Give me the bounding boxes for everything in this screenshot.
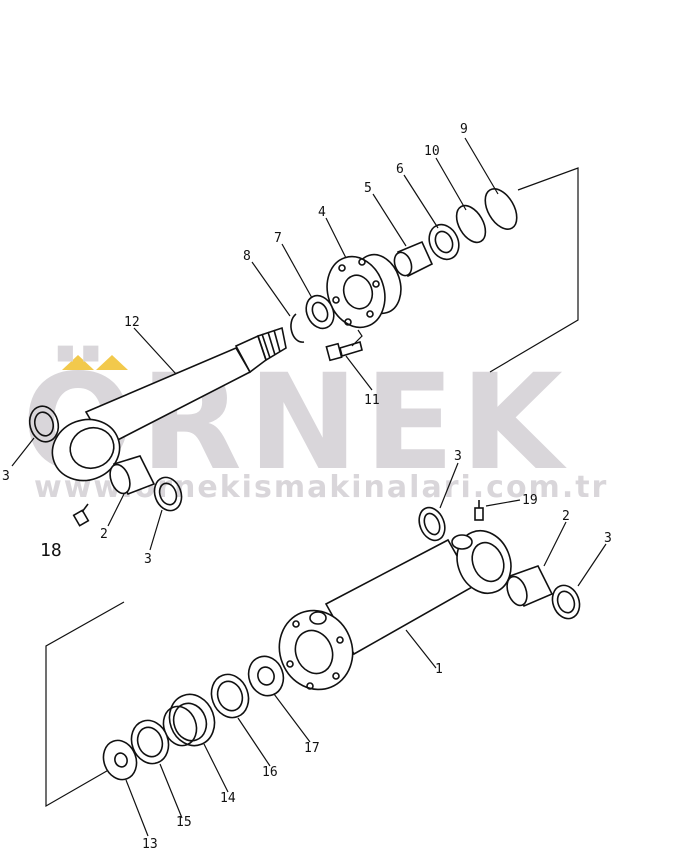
callout-19: 19 (522, 493, 538, 508)
callout-18: 18 (40, 540, 62, 561)
callout-labels: 1 2 2 3 3 3 3 4 5 6 7 8 9 10 11 12 13 14… (2, 122, 612, 852)
callout-5: 5 (364, 181, 372, 196)
rod-eye-bore (69, 426, 115, 470)
upper-group-bracket (489, 167, 579, 373)
callout-3-tube-right: 3 (604, 531, 612, 546)
snap-ring (290, 313, 305, 343)
cylinder-head (326, 253, 402, 329)
ring-10 (455, 204, 487, 244)
callout-3-tube-left: 3 (454, 449, 462, 464)
callout-2-right: 2 (562, 509, 570, 524)
callout-2-left: 2 (100, 527, 108, 542)
callout-4: 4 (318, 205, 326, 220)
leader-lines (11, 137, 607, 837)
callout-11: 11 (364, 393, 380, 408)
tube-bore (294, 629, 334, 675)
callout-3-rod-right: 3 (144, 552, 152, 567)
callout-14: 14 (220, 791, 236, 806)
cylinder-tube (278, 529, 512, 691)
callout-10: 10 (424, 144, 440, 159)
ring-9 (484, 188, 518, 230)
watermark-accent-left (62, 355, 94, 370)
piston-rod (51, 326, 287, 482)
callout-13: 13 (142, 837, 158, 852)
head-bushing (393, 240, 434, 278)
rod-end-ring-right (153, 476, 183, 512)
callout-6: 6 (396, 162, 404, 177)
callout-3-rod-left: 3 (2, 469, 10, 484)
callout-17: 17 (304, 741, 320, 756)
callout-9: 9 (460, 122, 468, 137)
bolt-flag (351, 329, 363, 347)
grease-fitting-rod (72, 503, 90, 527)
head-bore (342, 274, 374, 310)
callout-15: 15 (176, 815, 192, 830)
callout-7: 7 (274, 231, 282, 246)
piston-ring-16 (210, 673, 250, 719)
tube-bushing (506, 565, 554, 608)
grease-fitting-tube (474, 500, 484, 521)
rod-end-ring-left (28, 405, 60, 443)
watermark-accent-right (96, 355, 128, 370)
piston-washer-13 (102, 739, 138, 781)
piston-seal-15 (130, 719, 170, 765)
head-flange (326, 255, 386, 329)
tube-eye-bore (471, 541, 505, 583)
lower-group-bracket (45, 601, 125, 808)
rod-end-bushing (109, 455, 156, 496)
piston-14 (162, 693, 216, 747)
callout-12: 12 (124, 315, 140, 330)
tube-ring-left (418, 506, 446, 542)
dust-wiper (305, 294, 335, 330)
callout-8: 8 (243, 249, 251, 264)
tube-grease-boss (451, 534, 473, 550)
tube-port (309, 611, 327, 625)
callout-1: 1 (435, 662, 443, 677)
tube-flange (278, 609, 354, 691)
piston-nut (247, 655, 285, 697)
tube-ring-right (551, 584, 581, 620)
callout-16: 16 (262, 765, 278, 780)
